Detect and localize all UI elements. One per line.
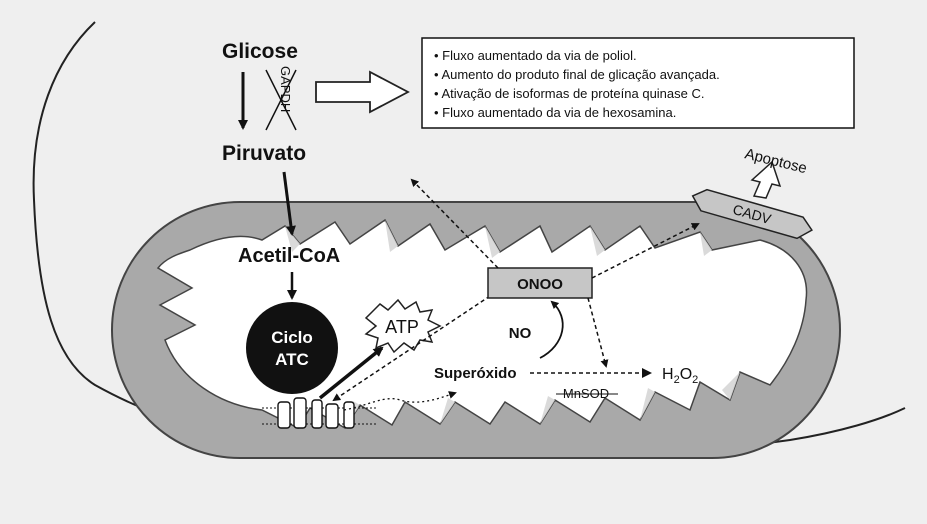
gapdh-label: GAPDH	[278, 66, 293, 112]
effects-box	[421, 37, 855, 129]
no-label: NO	[509, 325, 532, 342]
arrow-onoo-down	[587, 297, 609, 368]
arrow-etc-to-superoxide	[343, 391, 457, 411]
tca-label-line1: Ciclo	[271, 328, 313, 347]
pyruvate-label: Piruvato	[222, 142, 306, 165]
arrow-etc-to-atp	[318, 346, 384, 400]
acetyl-coa-label: Acetil-CoA	[238, 245, 340, 267]
tca-cycle-circle	[246, 302, 338, 394]
arrow-pyruvate-to-acetylcoa	[282, 171, 296, 236]
atp-starburst	[364, 298, 442, 354]
cristae-shading	[285, 220, 740, 428]
arrow-onoo-to-etc	[332, 295, 491, 402]
arrow-no-curve	[539, 300, 564, 359]
glucose-label: Glicose	[222, 40, 298, 63]
effects-item-3: • Ativação de isoformas de proteína quin…	[434, 86, 705, 101]
onoo-box	[487, 267, 593, 299]
onoo-label: ONOO	[517, 276, 563, 293]
atp-label: ATP	[385, 317, 419, 337]
arrow-onoo-to-cadv	[591, 223, 700, 279]
h2o2-label: H2O2	[662, 366, 698, 386]
gapdh-cross-line-2	[265, 69, 297, 131]
tca-label-line2: ATC	[275, 350, 309, 369]
hollow-arrow-to-effects	[315, 70, 410, 114]
effects-item-1: • Fluxo aumentado da via de poliol.	[434, 48, 637, 63]
electron-transport-chain	[262, 397, 378, 429]
effects-item-4: • Fluxo aumentado da via de hexosamina.	[434, 105, 676, 120]
effects-item-2: • Aumento do produto final de glicação a…	[434, 67, 720, 82]
hollow-arrow-to-apoptosis	[750, 160, 782, 199]
superoxide-label: Superóxido	[434, 365, 517, 382]
